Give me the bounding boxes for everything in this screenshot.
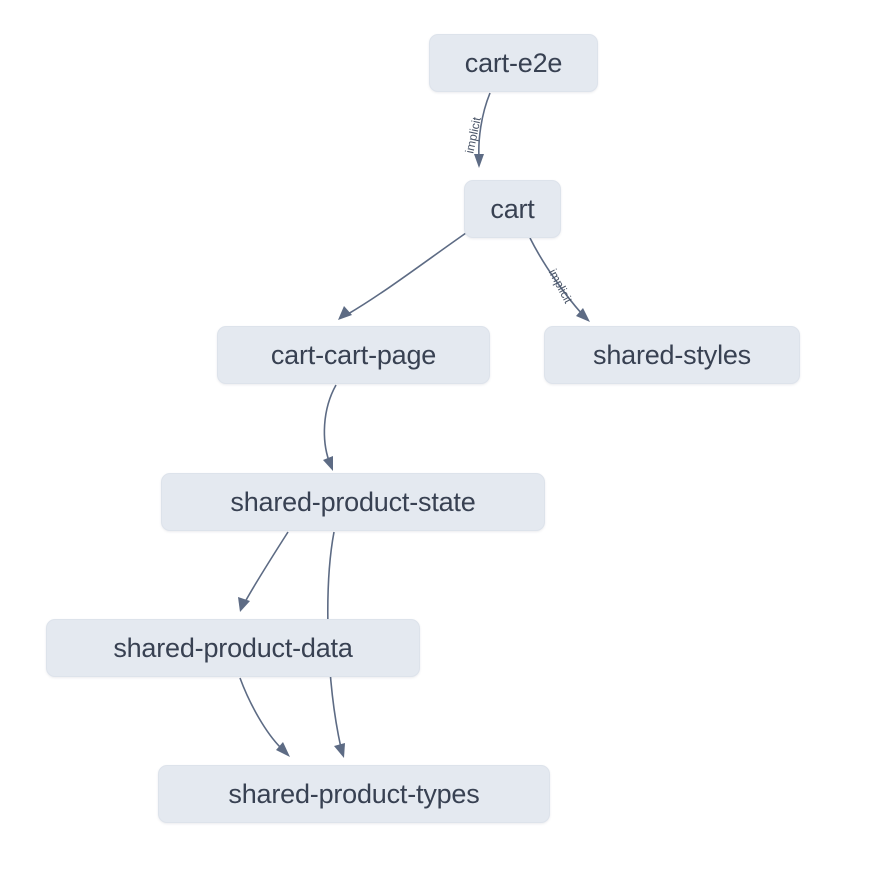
node-shared-product-data[interactable]: shared-product-data <box>46 619 420 677</box>
edge-cart-to-cart-cart-page <box>338 232 467 320</box>
node-cart-cart-page[interactable]: cart-cart-page <box>217 326 490 384</box>
node-label: cart-cart-page <box>270 339 437 370</box>
edge-arrowhead <box>576 308 590 322</box>
node-cart-e2e[interactable]: cart-e2e <box>429 34 598 92</box>
node-shared-styles[interactable]: shared-styles <box>544 326 800 384</box>
edge-arrowhead <box>338 306 352 320</box>
node-label: shared-product-types <box>228 778 480 809</box>
node-label: shared-product-data <box>113 632 353 663</box>
edge-path <box>323 384 337 462</box>
node-label: shared-product-state <box>230 486 476 517</box>
node-label: cart-e2e <box>464 47 563 78</box>
edge-label-implicit-2: implicit <box>546 267 576 307</box>
edge-cart-to-shared-styles: implicit <box>529 237 590 322</box>
edge-shared-product-data-to-shared-product-types <box>239 677 290 757</box>
edge-arrowhead <box>276 742 290 757</box>
edge-shared-product-state-to-shared-product-data <box>238 531 289 612</box>
edge-path <box>529 237 583 315</box>
edge-label-implicit-1: implicit <box>462 115 483 154</box>
edge-path <box>478 92 491 159</box>
node-label: cart <box>490 193 535 224</box>
edge-path <box>347 232 467 315</box>
edge-arrowhead <box>238 597 250 612</box>
node-label: shared-styles <box>593 339 751 370</box>
edge-arrowhead <box>474 154 484 168</box>
edge-arrowhead <box>323 456 333 471</box>
edge-path <box>244 531 289 603</box>
node-shared-product-types[interactable]: shared-product-types <box>158 765 550 823</box>
node-shared-product-state[interactable]: shared-product-state <box>161 473 545 531</box>
edge-cart-cart-page-to-shared-product-state <box>323 384 337 471</box>
edge-cart-e2e-to-cart: implicit <box>462 92 491 168</box>
node-cart[interactable]: cart <box>464 180 561 238</box>
edge-arrowhead <box>334 743 345 758</box>
edge-path <box>239 677 282 749</box>
